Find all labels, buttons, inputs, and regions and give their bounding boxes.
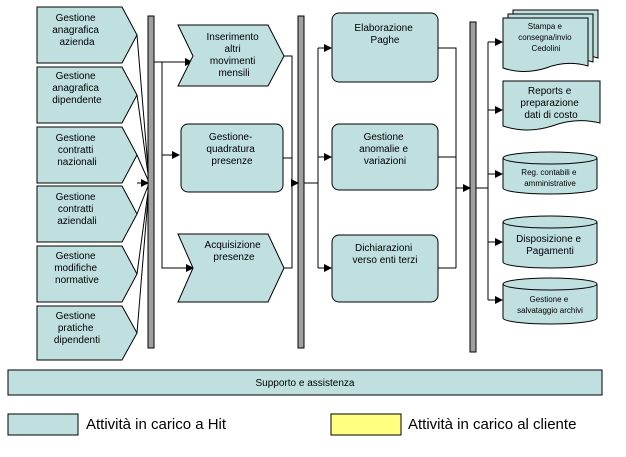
input-1: Gestione anagrafica azienda [36, 6, 138, 64]
process-box [331, 234, 439, 303]
support-bar [7, 369, 603, 396]
middle-box [180, 123, 284, 193]
cylinder-shape [502, 284, 598, 325]
input-label: Gestione pratiche dipendenti [54, 311, 100, 346]
input-label: Gestione anagrafica azienda [52, 13, 101, 48]
input-3: Gestione contratti nazionali [36, 126, 138, 184]
middle-step-label: Gestione- quadratura presenze [206, 132, 257, 167]
input-shape [36, 185, 138, 243]
output-label: Reg. contabili e amministrative [521, 168, 578, 188]
legend-label-hit: Attività in carico a Hit [86, 416, 227, 433]
input-label: Gestione contratti aziendali [56, 192, 99, 227]
input-5: Gestione modifiche normative [36, 245, 138, 303]
process-step-label: Dichiarazioni verso enti terzi [352, 243, 417, 266]
output-4-cylinder: Disposizione e Pagamenti [502, 215, 598, 269]
output-3-cylinder: Reg. contabili e amministrative [502, 151, 598, 195]
process-1-to-bar3 [438, 47, 457, 268]
process-step-label: Gestione anomalie e variazioni [359, 132, 411, 167]
process-step-2: Gestione anomalie e variazioni [331, 123, 439, 191]
process-step-label: Elaborazione Paghe [354, 23, 415, 46]
middle-step-label: Inserimento altri movimenti mensili [206, 32, 261, 79]
input-label: Gestione anagrafica dipendente [52, 71, 102, 106]
input-label: Gestione contratti nazionali [56, 133, 99, 168]
input-shape [36, 66, 138, 124]
middle-1-to-bar2 [284, 55, 293, 183]
legend-label-cliente: Attività in carico al cliente [408, 416, 577, 433]
input-4: Gestione contratti aziendali [36, 185, 138, 243]
middle-step-label: Acquisizione presenze [205, 240, 264, 263]
input-shape [36, 126, 138, 184]
process-step-1: Elaborazione Paghe [331, 12, 439, 83]
legend-swatch-cliente [330, 413, 402, 436]
cylinder-shape [502, 158, 598, 195]
cylinder-top [502, 215, 598, 229]
middle-chevron [177, 24, 285, 87]
input-label: Gestione modifiche normative [54, 251, 100, 286]
input-connector [136, 94, 149, 175]
document-shape [502, 17, 589, 72]
support-bar-label: Supporto e assistenza [256, 378, 355, 389]
cylinder-top [502, 151, 598, 165]
input-connector [136, 191, 149, 275]
process-box [331, 12, 439, 83]
output-label: Stampa e consegna/invio Cedolini [518, 22, 574, 53]
cylinder-top [502, 277, 598, 291]
collector-bar-3 [469, 21, 477, 353]
input-connector [136, 154, 149, 181]
output-label: Disposizione e Pagamenti [516, 234, 584, 257]
middle-step-2: Gestione- quadratura presenze [180, 123, 284, 193]
output-1-multidocument: Stampa e consegna/invio Cedolini [502, 9, 599, 72]
bar1-to-middle-3 [161, 155, 194, 272]
output-5-cylinder: Gestione e salvataggio archivi [502, 277, 598, 325]
bar1-to-middle-2 [154, 61, 180, 159]
input-6: Gestione pratiche dipendenti [36, 305, 138, 361]
output-label: Reports e preparazione dati di costo [520, 86, 581, 121]
input-2: Gestione anagrafica dipendente [36, 66, 138, 124]
cylinder-shape [502, 222, 598, 269]
middle-chevron [177, 233, 285, 303]
input-shape [36, 245, 138, 303]
middle-step-3: Acquisizione presenze [177, 233, 285, 303]
connectors [136, 34, 503, 334]
input-shape [36, 6, 138, 64]
middle-3-to-bar2 [284, 183, 293, 269]
process-box [331, 123, 439, 191]
middle-step-1: Inserimento altri movimenti mensili [177, 24, 285, 87]
collector-bar-1 [147, 15, 155, 349]
legend-swatch-hit [7, 413, 79, 436]
output-2-document: Reports e preparazione dati di costo [502, 80, 601, 131]
process-step-3: Dichiarazioni verso enti terzi [331, 234, 439, 303]
input-connector [136, 197, 149, 334]
document-shape [502, 80, 601, 131]
input-shape [36, 305, 138, 361]
input-connector [136, 34, 149, 169]
input-connector [136, 185, 149, 215]
collector-bar-2 [297, 15, 305, 349]
output-label: Gestione e salvataggio archivi [517, 295, 583, 315]
